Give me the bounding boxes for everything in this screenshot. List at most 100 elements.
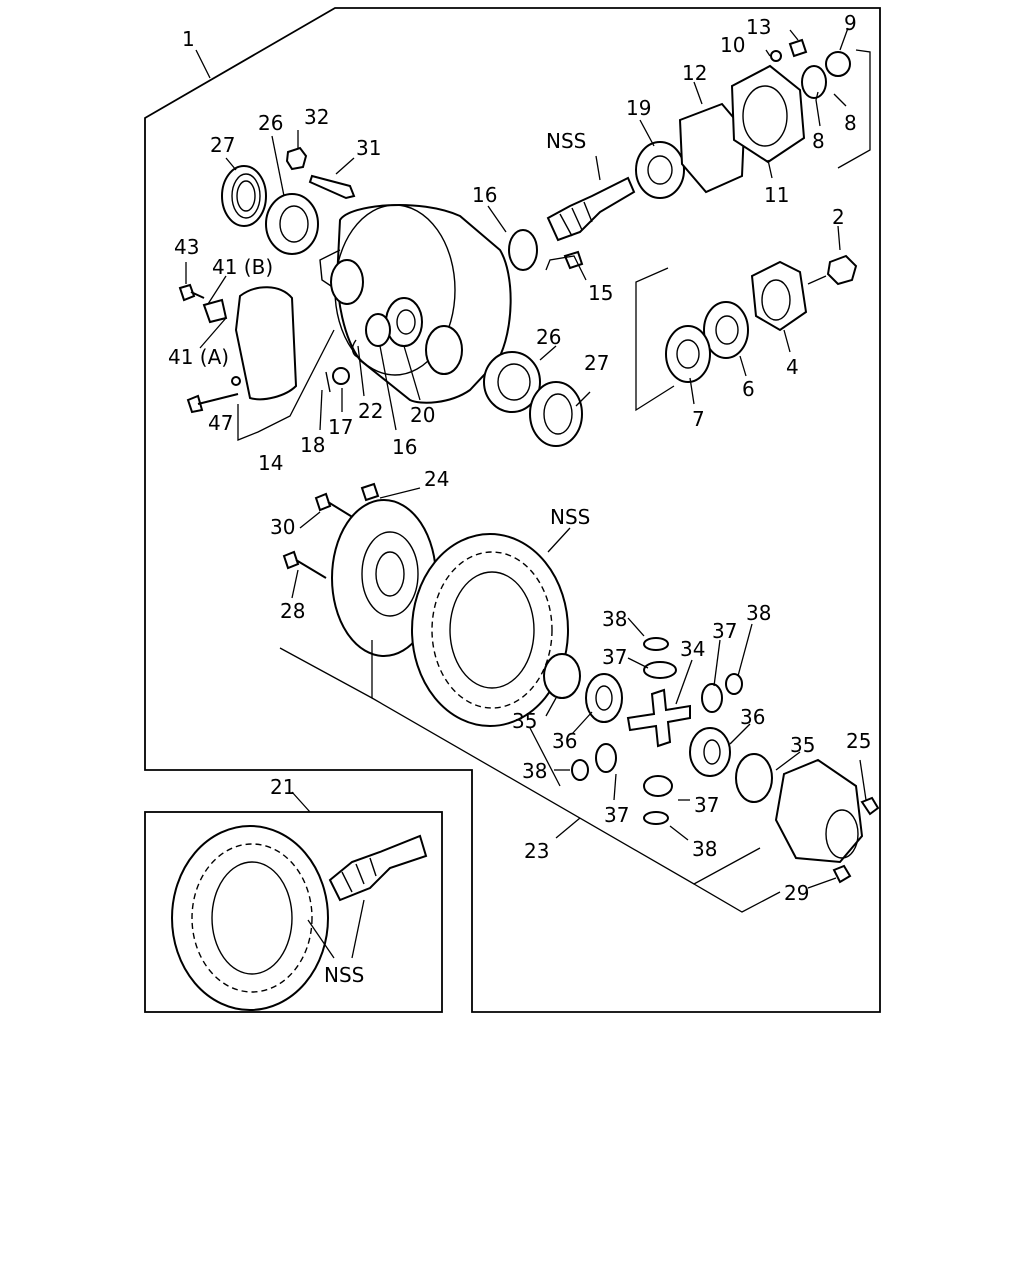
callout-13: 13	[746, 15, 771, 39]
washer-38b	[725, 673, 743, 695]
leader-lines	[185, 27, 871, 959]
callout-41a: 41 (A)	[168, 345, 229, 369]
callout-29: 29	[784, 881, 809, 905]
snap-ring-22	[351, 339, 361, 359]
callout-6: 6	[742, 377, 755, 401]
thrust-washer-35b	[735, 753, 773, 803]
nut-29	[832, 864, 852, 884]
pinion-gear-37b	[701, 683, 723, 713]
callout-35-right: 35	[790, 733, 815, 757]
washer-38a	[643, 637, 669, 651]
callout-17: 17	[328, 415, 353, 439]
bolt-30	[314, 492, 355, 519]
callout-35-left: 35	[512, 709, 537, 733]
callout-14: 14	[258, 451, 283, 475]
bearing-left	[265, 193, 319, 255]
callout-20: 20	[410, 403, 435, 427]
callout-38-right: 38	[746, 601, 771, 625]
stud-31	[308, 174, 356, 200]
callout-26-left: 26	[258, 111, 283, 135]
callout-9: 9	[844, 11, 857, 35]
washer-38c	[571, 759, 589, 781]
nut-32	[285, 146, 308, 171]
callout-36-left: 36	[552, 729, 577, 753]
seal-8b	[825, 51, 851, 77]
bolt-47	[186, 393, 239, 414]
callout-11: 11	[764, 183, 789, 207]
callout-27-left: 27	[210, 133, 235, 157]
callout-nss-inset: NSS	[324, 963, 364, 987]
pin-18	[325, 371, 331, 393]
oil-seal-7	[665, 325, 711, 383]
callout-nss-ring: NSS	[550, 505, 590, 529]
lock-plate-41b	[202, 298, 228, 324]
callout-47: 47	[208, 411, 233, 435]
side-gear-36b	[689, 727, 731, 777]
bearing-cup-right	[529, 381, 583, 447]
callout-31: 31	[356, 136, 381, 160]
bearing-cup-left	[221, 165, 267, 227]
callout-nss-pinion: NSS	[546, 129, 586, 153]
callout-10: 10	[720, 33, 745, 57]
gasket-12	[678, 102, 746, 194]
callout-28: 28	[280, 599, 305, 623]
callout-30: 30	[270, 515, 295, 539]
bearing-19	[635, 141, 685, 199]
callout-37-bottom-left: 37	[604, 803, 629, 827]
pinion-gear-37c	[595, 743, 617, 773]
bearing-right	[483, 351, 541, 413]
washer-38d	[643, 811, 669, 825]
callout-8-right: 8	[844, 111, 857, 135]
callout-37-top: 37	[602, 645, 627, 669]
callout-23: 23	[524, 839, 549, 863]
callout-37-right: 37	[712, 619, 737, 643]
callout-27-right: 27	[584, 351, 609, 375]
callout-7: 7	[692, 407, 705, 431]
callout-36-right: 36	[740, 705, 765, 729]
diff-case-right	[774, 758, 864, 864]
callout-12: 12	[682, 61, 707, 85]
pinion-gear-37a	[643, 661, 677, 679]
callout-41b: 41 (B)	[212, 255, 273, 279]
callout-1: 1	[182, 27, 195, 51]
callout-2: 2	[832, 205, 845, 229]
callout-16-upper: 16	[472, 183, 497, 207]
nut-2	[826, 254, 858, 286]
gear-set-inset-frame	[144, 811, 443, 1013]
callout-15: 15	[588, 281, 613, 305]
washer-47	[231, 376, 241, 386]
bearing-6	[703, 301, 749, 359]
callout-25: 25	[846, 729, 871, 753]
callout-18: 18	[300, 433, 325, 457]
bolt-24	[360, 482, 380, 502]
washer-10	[770, 50, 782, 62]
callout-43: 43	[174, 235, 199, 259]
callout-22: 22	[358, 399, 383, 423]
pinion-gear-37d	[643, 775, 673, 797]
bolt-25	[860, 796, 880, 816]
ring-gear	[411, 533, 569, 727]
callout-4: 4	[786, 355, 799, 379]
bearing-cap	[234, 286, 298, 401]
nut-17	[332, 367, 350, 385]
seal-20	[385, 297, 423, 347]
side-gear-36a	[585, 673, 623, 723]
inset-pinion	[328, 834, 428, 902]
callout-34: 34	[680, 637, 705, 661]
seal-8a	[801, 65, 827, 99]
thrust-washer-35a	[543, 653, 581, 699]
callout-19: 19	[626, 96, 651, 120]
inset-ring-gear	[171, 825, 329, 1011]
callout-26-right: 26	[536, 325, 561, 349]
drive-pinion	[546, 176, 636, 242]
main-assembly-frame	[144, 7, 881, 1013]
bolt-28	[282, 550, 327, 579]
callout-38-top: 38	[602, 607, 627, 631]
callout-8-left: 8	[812, 129, 825, 153]
flange-4	[750, 260, 808, 332]
gasket-16-upper	[508, 229, 538, 271]
bearing-retainer-11	[730, 64, 806, 164]
gasket-16-lower	[365, 313, 391, 347]
callout-24: 24	[424, 467, 449, 491]
